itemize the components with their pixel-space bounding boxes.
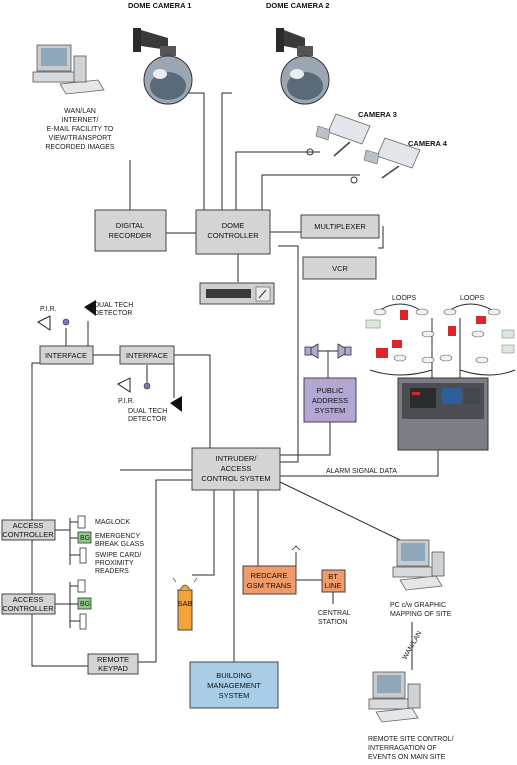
dual-tech-detector-2: DUAL TECH DETECTOR	[128, 396, 182, 423]
pir-sensor-2: P.I.R.	[117, 377, 151, 405]
access-2-line-1: ACCESS	[13, 595, 44, 604]
speakers	[304, 343, 352, 378]
vcr-box: VCR	[302, 256, 377, 280]
dome-camera-2: DOME CAMERA 2	[266, 1, 330, 105]
loops-1-label: LOOPS	[392, 295, 416, 302]
pir-sensor-1: P.I.R.	[37, 306, 70, 331]
multiplexer-label: MULTIPLEXER	[314, 222, 366, 231]
camera-keyboard	[199, 282, 275, 305]
dual-tech-1-line-2: DETECTOR	[94, 310, 132, 317]
wan-lan-link-label: WAN/LAN	[402, 630, 424, 661]
bms-line-3: SYSTEM	[219, 691, 250, 700]
central-station-line-2: STATION	[318, 619, 347, 626]
dome-camera-2-label: DOME CAMERA 2	[266, 1, 329, 10]
access-1-line-1: ACCESS	[13, 521, 44, 530]
remote-keypad-line-2: KEYPAD	[98, 664, 128, 673]
bt-line-box: BT LINE	[321, 569, 346, 604]
digital-recorder-line-2: RECORDER	[109, 231, 153, 240]
dual-tech-2-line-2: DETECTOR	[128, 416, 166, 423]
interface-1-label: INTERFACE	[45, 351, 87, 360]
interface-box-1: INTERFACE	[39, 345, 94, 365]
remote-site-line-2: INTERRAGATION OF	[368, 745, 437, 752]
camera-4: CAMERA 4	[350, 137, 448, 184]
public-address-line-1: PUBLIC	[316, 386, 344, 395]
camera-4-label: CAMERA 4	[408, 139, 448, 148]
bt-line-2: LINE	[325, 581, 342, 590]
bms-line-2: MANAGEMENT	[207, 681, 261, 690]
wan-caption-line-5: RECORDED IMAGES	[45, 144, 115, 151]
pir-2-label: P.I.R.	[118, 398, 135, 405]
intruder-access-control-box: INTRUDER/ ACCESS CONTROL SYSTEM	[191, 447, 281, 491]
dome-camera-1: DOME CAMERA 1	[128, 1, 193, 105]
maglock-label: MAGLOCK	[95, 519, 130, 526]
bt-line-1: BT	[328, 572, 338, 581]
access-devices-1: BG MAGLOCK EMERGENCY BREAK GLASS SWIPE C…	[69, 515, 144, 575]
access-controller-1: ACCESS CONTROLLER	[1, 519, 56, 541]
dual-tech-1-line-1: DUAL TECH	[94, 302, 133, 309]
vcr-label: VCR	[332, 264, 348, 273]
alarm-signal-label: ALARM SIGNAL DATA	[326, 468, 397, 475]
dome-controller-line-2: CONTROLLER	[207, 231, 259, 240]
fire-alarm-panel	[397, 377, 489, 451]
wan-caption-line-1: WAN/LAN	[64, 108, 96, 115]
public-address-line-3: SYSTEM	[315, 406, 346, 415]
fire-loops: LOOPS LOOPS	[365, 295, 516, 378]
digital-recorder-line-1: DIGITAL	[116, 221, 145, 230]
remote-keypad-line-1: REMOTE	[97, 655, 129, 664]
public-address-box: PUBLIC ADDRESS SYSTEM	[303, 377, 357, 423]
central-station-line-1: CENTRAL	[318, 610, 351, 617]
break-glass-line-2: BREAK GLASS	[95, 541, 144, 548]
sab-box: SAB	[172, 577, 198, 631]
swipe-line-2: PROXIMITY	[95, 560, 134, 567]
interface-2-label: INTERFACE	[126, 351, 168, 360]
access-1-line-2: CONTROLLER	[2, 530, 54, 539]
bg-2-label: BG	[80, 601, 90, 608]
camera-3-label: CAMERA 3	[358, 110, 397, 119]
camera-3: CAMERA 3	[306, 110, 397, 157]
bms-line-1: BUILDING	[216, 671, 252, 680]
connection-lines	[31, 92, 439, 667]
bg-1-label: BG	[80, 535, 90, 542]
interface-box-2: INTERFACE	[119, 345, 175, 365]
pc-graphic-mapping	[392, 539, 445, 591]
intruder-line-3: CONTROL SYSTEM	[201, 474, 270, 483]
swipe-line-3: READERS	[95, 568, 129, 575]
remote-site-pc	[368, 671, 421, 723]
intruder-line-1: INTRUDER/	[216, 454, 258, 463]
wan-caption-line-3: E-MAIL FACILITY TO	[47, 126, 114, 133]
remote-site-line-3: EVENTS ON MAIN SITE	[368, 754, 446, 761]
wan-caption: WAN/LAN INTERNET/ E-MAIL FACILITY TO VIE…	[45, 108, 115, 151]
pc-graphic-line-2: MAPPING OF SITE	[390, 611, 452, 618]
pc-graphic-line-1: PC c/w GRAPHIC	[390, 602, 446, 609]
dome-controller-box: DOME CONTROLLER	[195, 209, 271, 255]
redcare-line-1: REDCARE	[251, 571, 288, 580]
pir-1-label: P.I.R.	[40, 306, 57, 313]
dome-controller-line-1: DOME	[222, 221, 245, 230]
sab-label: SAB	[177, 599, 192, 608]
dual-tech-detector-1: DUAL TECH DETECTOR	[84, 300, 133, 317]
remote-site-line-1: REMOTE SITE CONTROL/	[368, 736, 454, 743]
public-address-line-2: ADDRESS	[312, 396, 348, 405]
wan-caption-line-4: VIEW/TRANSPORT	[49, 135, 113, 142]
bms-box: BUILDING MANAGEMENT SYSTEM	[189, 661, 279, 709]
wan-computer	[32, 44, 105, 95]
multiplexer-box: MULTIPLEXER	[300, 214, 380, 239]
wan-caption-line-2: INTERNET/	[62, 117, 99, 124]
swipe-line-1: SWIPE CARD/	[95, 552, 141, 559]
redcare-line-2: GSM TRANS	[247, 581, 291, 590]
redcare-box: REDCARE GSM TRANS	[242, 545, 301, 595]
digital-recorder-box: DIGITAL RECORDER	[94, 209, 167, 252]
access-devices-2: BG	[69, 579, 92, 630]
access-2-line-2: CONTROLLER	[2, 604, 54, 613]
access-controller-2: ACCESS CONTROLLER	[1, 593, 56, 615]
loops-2-label: LOOPS	[460, 295, 484, 302]
dual-tech-2-line-1: DUAL TECH	[128, 408, 167, 415]
dome-camera-1-label: DOME CAMERA 1	[128, 1, 191, 10]
intruder-line-2: ACCESS	[221, 464, 252, 473]
remote-keypad-box: REMOTE KEYPAD	[87, 653, 139, 675]
break-glass-line-1: EMERGENCY	[95, 533, 140, 540]
